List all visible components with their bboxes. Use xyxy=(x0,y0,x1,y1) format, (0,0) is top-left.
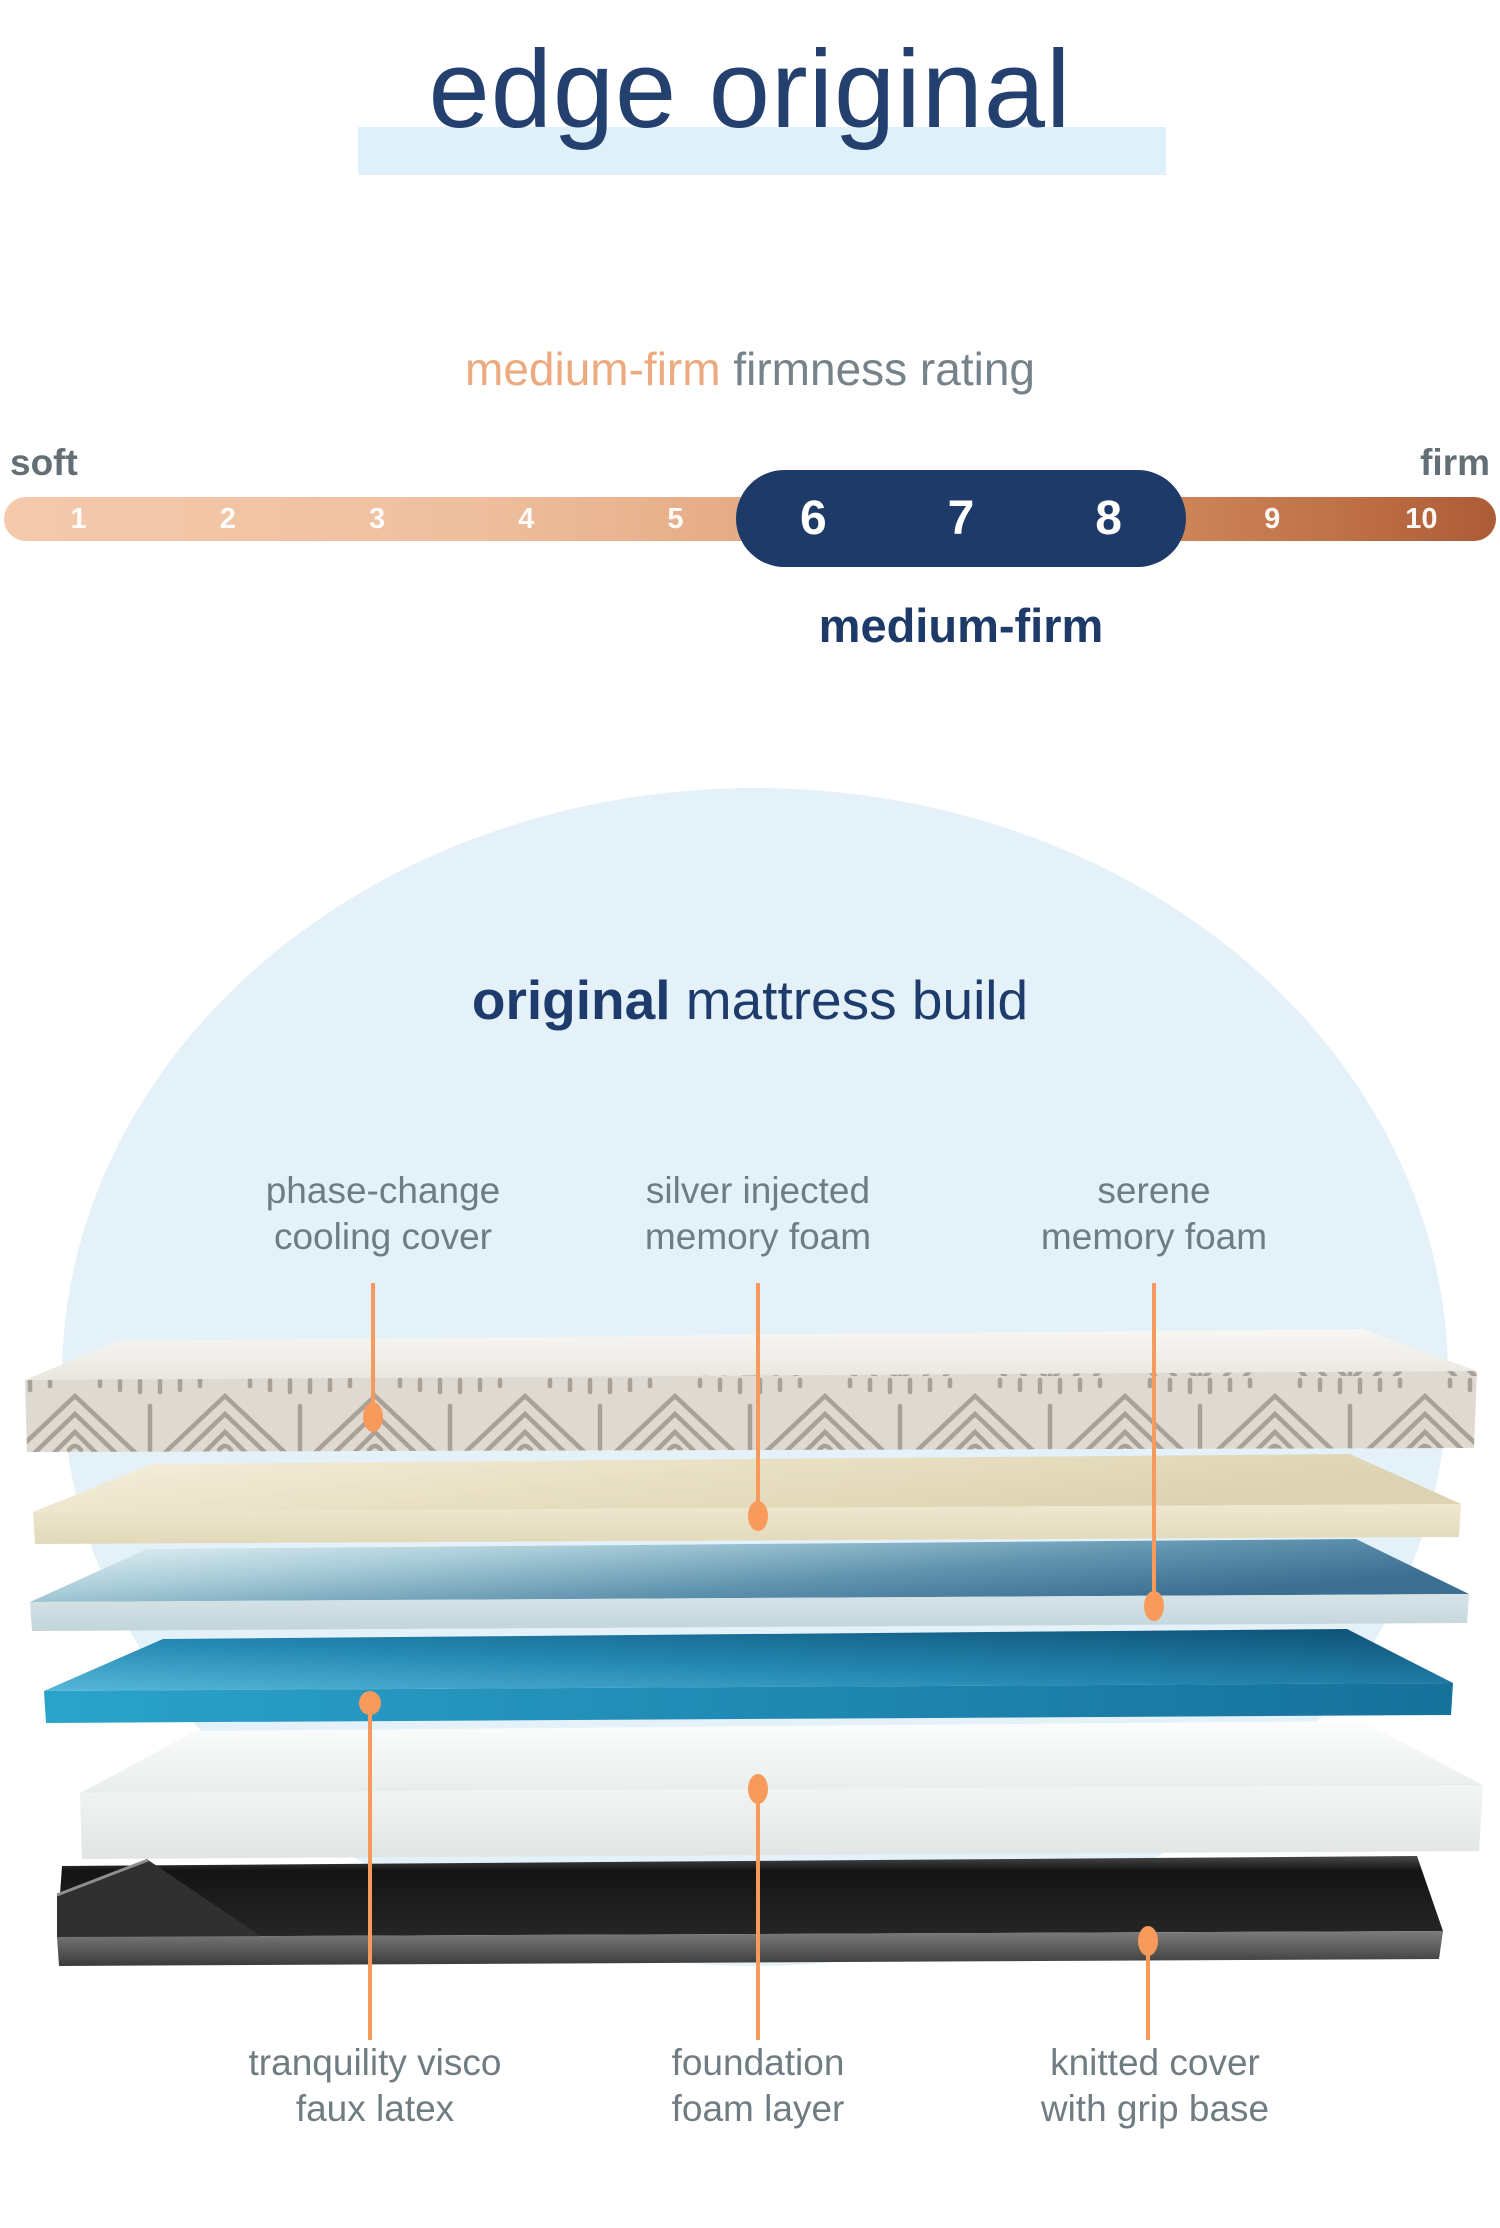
layer-visco-latex-side xyxy=(44,1683,1453,1723)
label-foundation-foam-layer: foundation foam layer xyxy=(528,2040,988,2132)
label-line: faux latex xyxy=(295,2087,455,2129)
label-silver-injected-memory-foam: silver injected memory foam xyxy=(528,1168,988,1260)
pill-number-7: 7 xyxy=(947,492,975,545)
scale-number-3: 3 xyxy=(368,502,386,535)
layer-serene-foam-top xyxy=(30,1539,1469,1602)
layer-grip-base-corner xyxy=(57,1860,262,1937)
layer-grip-base-front xyxy=(57,1931,1443,1966)
label-tranquility-visco-faux-latex: tranquility visco faux latex xyxy=(145,2040,605,2132)
layer-cooling-cover-side xyxy=(25,1371,1477,1452)
layer-cooling-cover-top xyxy=(25,1329,1477,1380)
marker-dot-foundation xyxy=(748,1774,768,1804)
marker-dot-grip-base xyxy=(1138,1926,1158,1956)
title-highlight-band xyxy=(358,127,1166,175)
firmness-heading-highlight: medium-firm xyxy=(465,343,721,395)
build-title-rest: mattress build xyxy=(670,969,1029,1031)
label-line: foam layer xyxy=(671,2087,845,2129)
scale-number-5: 5 xyxy=(667,502,684,535)
layer-silver-foam-top xyxy=(33,1454,1461,1512)
label-knitted-cover-grip-base: knitted cover with grip base xyxy=(925,2040,1385,2132)
marker-dot-visco-latex xyxy=(359,1691,381,1715)
build-title: original mattress build xyxy=(0,968,1500,1032)
marker-dot-silver-foam xyxy=(748,1501,768,1531)
layer-serene-foam-side xyxy=(30,1594,1469,1631)
layer-foundation-side xyxy=(80,1785,1483,1859)
label-line: tranquility visco xyxy=(248,2042,502,2083)
firmness-heading: medium-firm firmness rating xyxy=(0,342,1500,396)
pill-number-6: 6 xyxy=(800,492,827,545)
scale-number-2: 2 xyxy=(219,502,236,535)
label-line: phase-change xyxy=(265,1170,501,1211)
label-line: memory foam xyxy=(644,1215,872,1257)
page-title: edge original xyxy=(428,28,1072,151)
label-line: serene xyxy=(1097,1170,1211,1211)
label-line: cooling cover xyxy=(273,1215,492,1257)
build-title-bold: original xyxy=(471,969,671,1031)
label-line: foundation xyxy=(671,2042,845,2083)
marker-dot-cooling-cover xyxy=(363,1402,383,1432)
label-phase-change-cooling-cover: phase-change cooling cover xyxy=(153,1168,613,1260)
label-line: with grip base xyxy=(1040,2087,1270,2129)
selected-range-label: medium-firm xyxy=(818,599,1104,652)
leader-dots xyxy=(359,1402,1164,1956)
layer-foundation-top xyxy=(80,1721,1483,1793)
leader-lines xyxy=(368,1283,1156,2040)
layer-grip-base-top xyxy=(57,1856,1443,1937)
mattress-exploded-diagram xyxy=(25,1283,1483,2040)
marker-dot-serene-foam xyxy=(1144,1591,1164,1621)
layer-grip-base-corner-highlight xyxy=(56,1858,149,1897)
scale-number-4: 4 xyxy=(518,502,535,535)
scale-soft-label: soft xyxy=(10,442,78,483)
scale-number-1: 1 xyxy=(70,502,87,535)
layer-visco-latex-top xyxy=(44,1629,1453,1691)
scale-number-9: 9 xyxy=(1264,502,1281,535)
scale-firm-label: firm xyxy=(1420,442,1490,483)
firmness-selected-pill: 6 7 8 xyxy=(736,470,1186,567)
label-serene-memory-foam: serene memory foam xyxy=(924,1168,1384,1260)
scale-number-10: 10 xyxy=(1405,502,1438,535)
label-line: silver injected xyxy=(645,1170,871,1211)
pill-number-8: 8 xyxy=(1095,492,1122,545)
label-line: memory foam xyxy=(1040,1215,1268,1257)
firmness-heading-rest: firmness rating xyxy=(720,343,1035,395)
layer-silver-foam-side xyxy=(33,1504,1461,1544)
label-line: knitted cover xyxy=(1050,2042,1260,2083)
